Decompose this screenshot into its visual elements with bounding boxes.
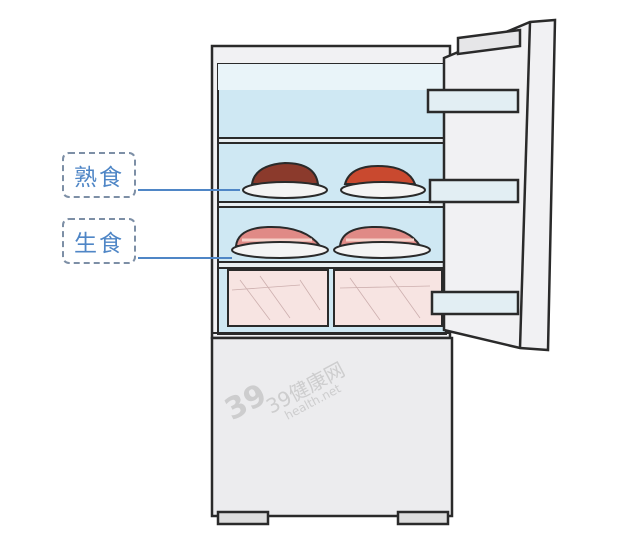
raw-food-label: 生食 — [62, 218, 136, 264]
fridge-door — [426, 18, 557, 352]
crisper-drawers — [227, 269, 443, 327]
cooked-food — [242, 161, 426, 199]
raw-food — [231, 225, 431, 259]
cooked-food-label: 熟食 — [62, 152, 136, 198]
door-shelves — [426, 88, 520, 316]
